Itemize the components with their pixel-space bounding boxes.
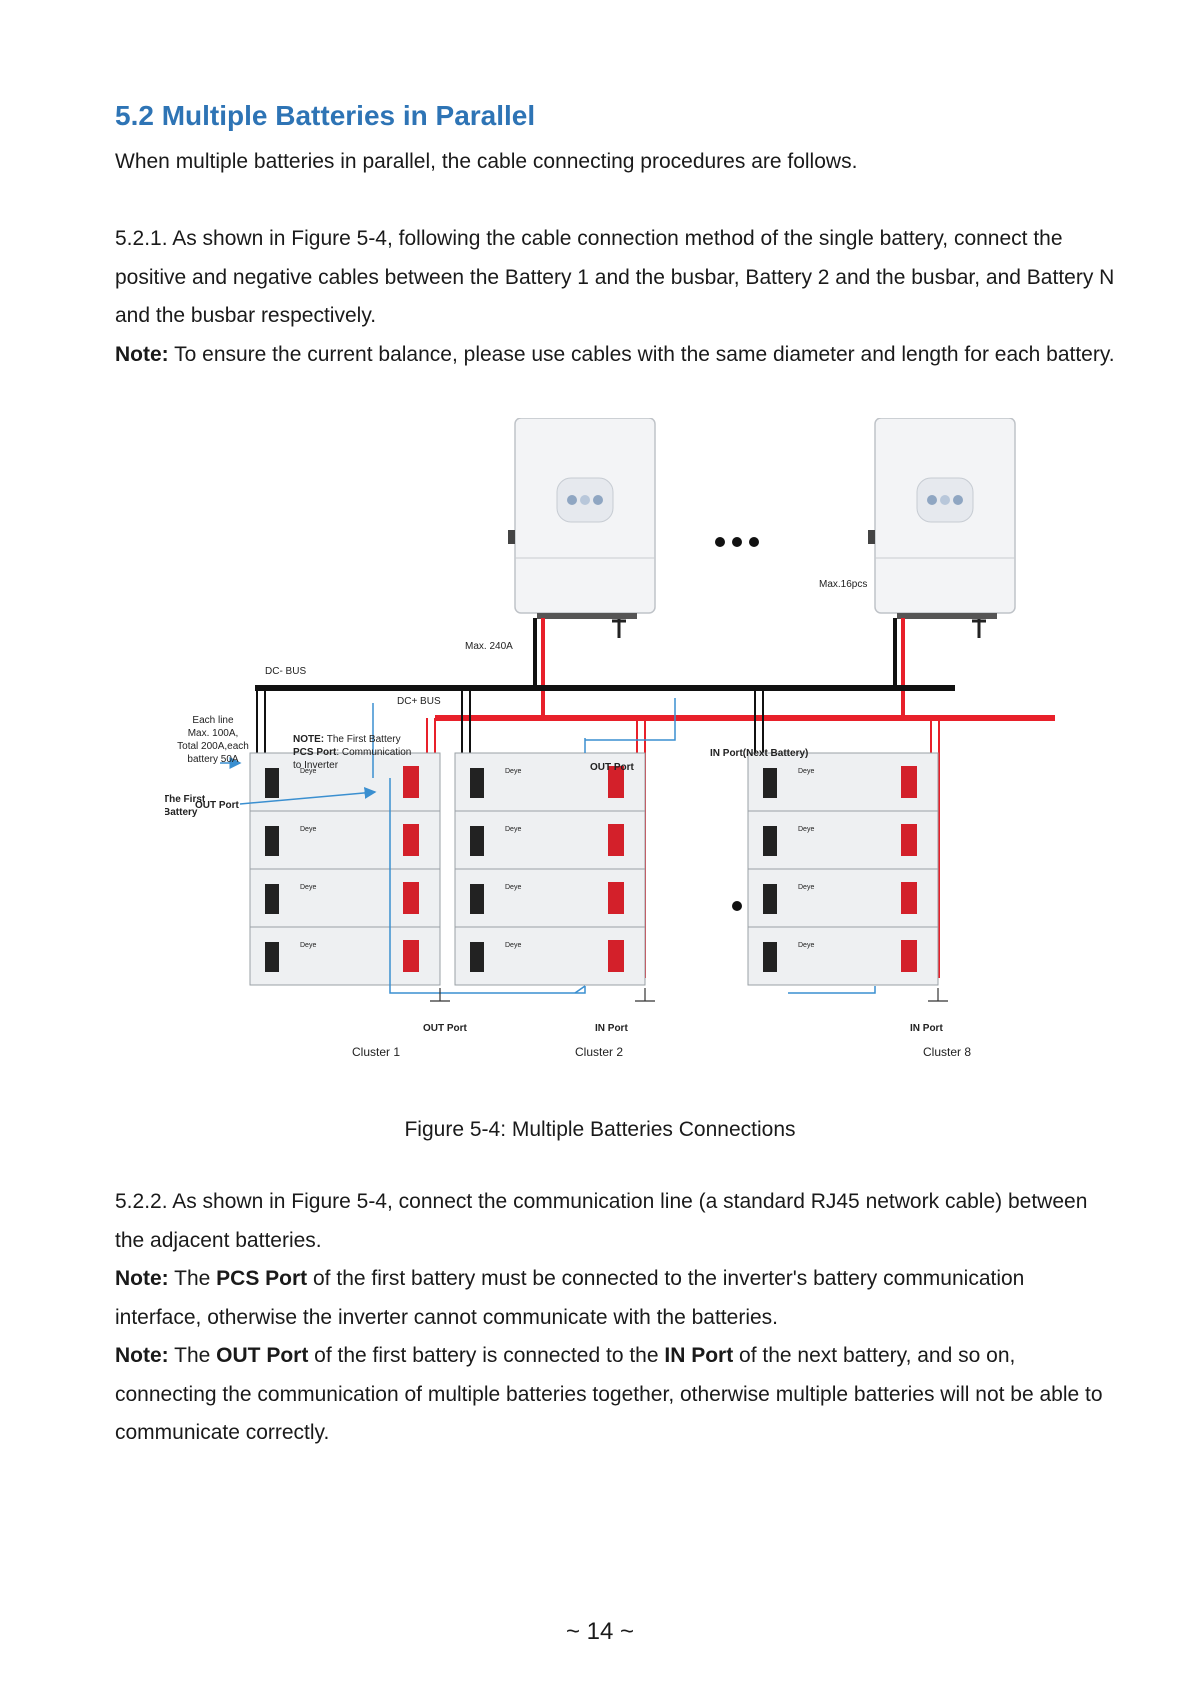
out-port-top-label: OUT Port xyxy=(590,762,635,773)
svg-text:Each line: Each line xyxy=(192,715,234,726)
first-battery-label-2: Battery xyxy=(165,807,198,818)
battery-cluster-2: Deye Deye Deye Deye xyxy=(454,752,646,986)
step-5-2-2-text: 5.2.2. As shown in Figure 5-4, connect t… xyxy=(115,1190,1088,1252)
note-2-label: Note: xyxy=(115,1344,169,1367)
step-5-2-1-text: 5.2.1. As shown in Figure 5-4, following… xyxy=(115,227,1115,327)
first-battery-label-1: The First xyxy=(165,794,206,805)
svg-text:Deye: Deye xyxy=(505,942,521,949)
svg-text:Deye: Deye xyxy=(798,942,814,949)
svg-text:battery 50A: battery 50A xyxy=(187,754,238,765)
note-1-label: Note: xyxy=(115,1267,169,1290)
svg-text:Deye: Deye xyxy=(505,884,521,891)
svg-text:to Inverter: to Inverter xyxy=(293,760,339,771)
max-16pcs-label: Max.16pcs xyxy=(819,579,867,590)
inverter-1 xyxy=(508,418,656,638)
in-port-cluster-8-label: IN Port xyxy=(910,1023,943,1034)
section-title: 5.2 Multiple Batteries in Parallel xyxy=(115,100,536,131)
svg-text:NOTE: The First Battery: NOTE: The First Battery xyxy=(293,734,401,745)
step-5-2-1-paragraph: 5.2.1. As shown in Figure 5-4, following… xyxy=(115,220,1115,374)
svg-text:PCS Port: Communication: PCS Port: Communication xyxy=(293,747,411,758)
in-port-cluster-2-label: IN Port xyxy=(595,1023,628,1034)
note-label: Note: xyxy=(115,342,169,366)
svg-text:Total 200A,each: Total 200A,each xyxy=(177,741,249,752)
battery-cluster-1: Deye Deye Deye Deye xyxy=(249,752,441,986)
battery-cluster-8: Deye Deye Deye Deye xyxy=(747,752,939,986)
cluster-1-label: Cluster 1 xyxy=(352,1045,400,1059)
svg-text:Deye: Deye xyxy=(798,768,814,775)
out-port-bottom-label: OUT Port xyxy=(423,1023,468,1034)
out-port-left-label: OUT Port xyxy=(195,800,240,811)
multiple-batteries-diagram: Deye Deye Deye Deye Deye Deye Deye Deye xyxy=(165,418,1055,1059)
dc-minus-bus-label: DC- BUS xyxy=(265,666,306,677)
svg-text:Deye: Deye xyxy=(505,826,521,833)
inverter-2 xyxy=(868,418,1016,638)
svg-text:Deye: Deye xyxy=(300,884,316,891)
note-text: To ensure the current balance, please us… xyxy=(168,342,1115,366)
page-number: ~ 14 ~ xyxy=(565,1618,635,1645)
svg-text:Max. 100A,: Max. 100A, xyxy=(188,728,239,739)
dc-plus-bus-label: DC+ BUS xyxy=(397,696,441,707)
pcs-port-note: NOTE: The First Battery PCS Port: Commun… xyxy=(293,734,411,771)
figure-caption: Figure 5-4: Multiple Batteries Connectio… xyxy=(404,1118,796,1141)
cluster-2-label: Cluster 2 xyxy=(575,1045,623,1059)
svg-text:Deye: Deye xyxy=(505,768,521,775)
svg-text:Deye: Deye xyxy=(300,942,316,949)
svg-text:Deye: Deye xyxy=(798,826,814,833)
each-line-note: Each line Max. 100A, Total 200A,each bat… xyxy=(177,715,249,765)
svg-text:Deye: Deye xyxy=(798,884,814,891)
intro-paragraph: When multiple batteries in parallel, the… xyxy=(115,150,858,173)
max-240a-label: Max. 240A xyxy=(465,641,513,652)
svg-text:Deye: Deye xyxy=(300,768,316,775)
in-port-next-label: IN Port(Next Battery) xyxy=(710,748,808,759)
step-5-2-2-paragraph: 5.2.2. As shown in Figure 5-4, connect t… xyxy=(115,1190,1103,1444)
more-inverters-ellipsis xyxy=(715,537,759,547)
cluster-8-label: Cluster 8 xyxy=(923,1045,971,1059)
svg-text:Deye: Deye xyxy=(300,826,316,833)
